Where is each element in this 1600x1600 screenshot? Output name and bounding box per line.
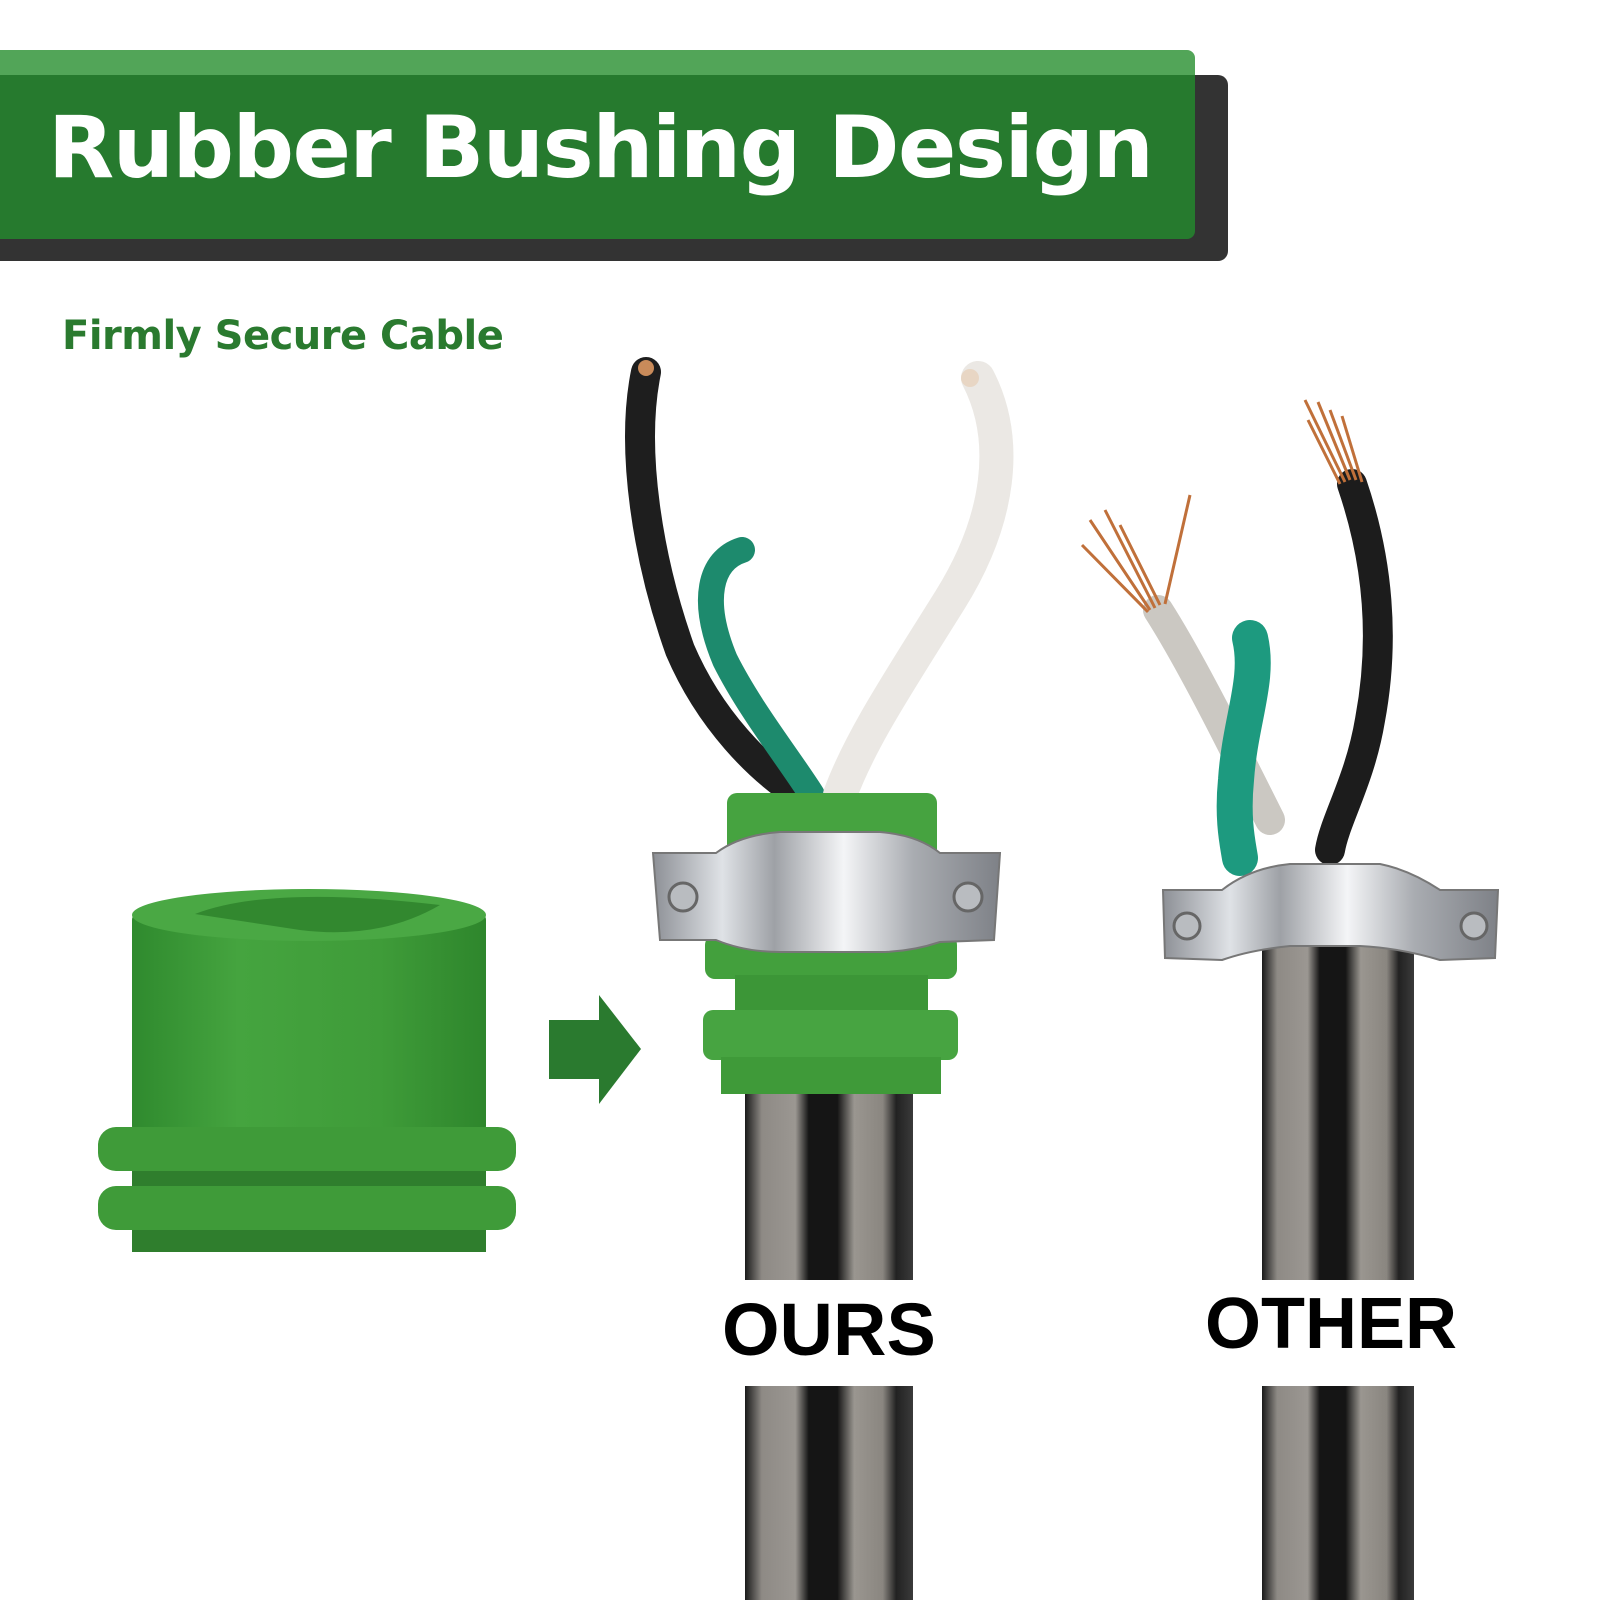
page-title: Rubber Bushing Design: [48, 98, 1154, 198]
title-banner: [0, 75, 1195, 239]
other-label: OTHER: [1205, 1284, 1457, 1364]
subtitle: Firmly Secure Cable: [62, 313, 504, 359]
arrow-right-icon: [549, 995, 641, 1104]
ours-label: OURS: [722, 1288, 936, 1371]
bushing-product-icon: [98, 889, 516, 1252]
other-cable: [1080, 399, 1500, 1600]
ours-cable: [625, 357, 1014, 1600]
